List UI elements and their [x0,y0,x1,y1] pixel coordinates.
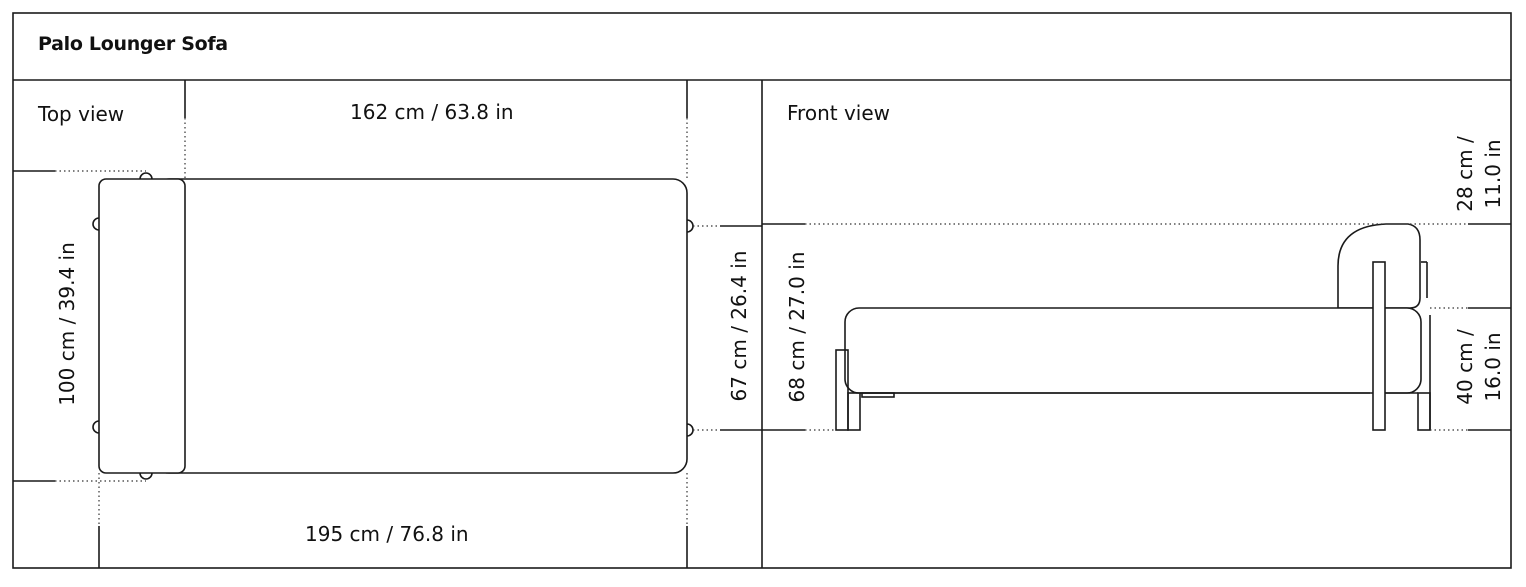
sofa-seat-top [154,178,688,474]
inner-depth-dimension: 67 cm / 26.4 in [727,250,751,402]
foot-left-upper [92,217,100,231]
front-leg-right [1417,392,1431,431]
top-view-label: Top view [38,102,125,126]
seat-cushion [844,307,1422,394]
backrest-dim-line-1: 28 cm / [1453,136,1477,212]
front-leg-left-inner [847,392,861,431]
foot-right-upper [686,219,694,233]
front-leg-left [835,349,849,431]
backrest-dim-line-2: 11.0 in [1481,139,1505,209]
seat-dim-line-1: 40 cm / [1453,329,1477,405]
height-dimension: 68 cm / 27.0 in [785,251,809,403]
backrest-height-dimension: 28 cm / 11.0 in [1451,119,1507,229]
leg-bracket [861,392,895,398]
foot-bottom-left [139,472,153,480]
depth-dimension: 100 cm / 39.4 in [55,242,79,406]
seat-height-dimension: 40 cm / 16.0 in [1451,312,1507,422]
backrest-cushion [1337,223,1421,309]
foot-right-lower [686,423,694,437]
seat-dim-line-2: 16.0 in [1481,332,1505,402]
sofa-backrest-top [98,178,186,474]
back-post [1372,261,1386,431]
width-dimension: 162 cm / 63.8 in [350,100,514,124]
foot-top-left [139,172,153,180]
foot-left-lower [92,420,100,434]
product-title: Palo Lounger Sofa [38,33,228,55]
front-view-label: Front view [787,101,890,125]
length-dimension: 195 cm / 76.8 in [305,522,469,546]
